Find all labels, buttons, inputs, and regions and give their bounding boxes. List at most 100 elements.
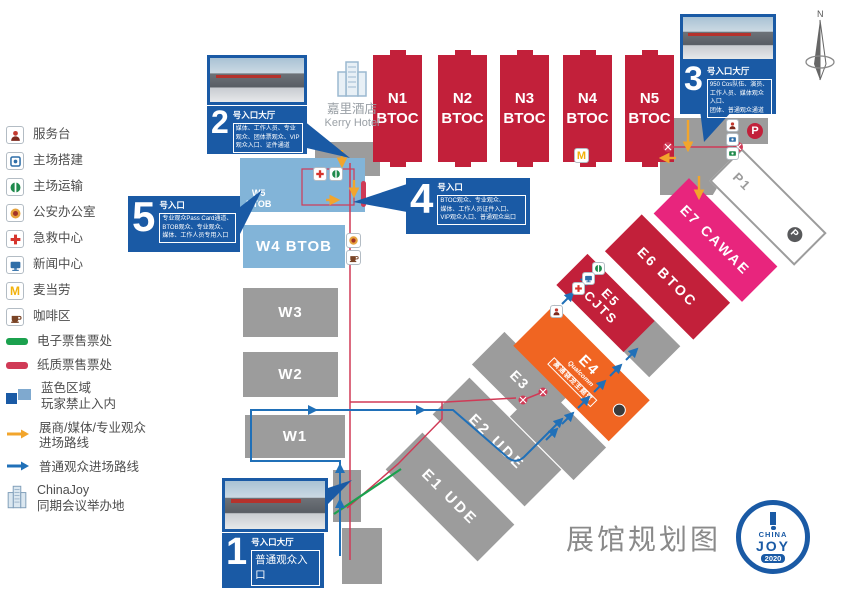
venue-setup-icon bbox=[6, 152, 24, 170]
entrance-2-callout: 2 号入口大厅 媒体、工作人员、专业 观众、团体票观众、VIP 观众入口、证件通… bbox=[207, 106, 307, 154]
hall-w4: W4 BTOB bbox=[243, 225, 345, 268]
snapdragon-logo-icon bbox=[610, 400, 629, 420]
svg-text:N: N bbox=[817, 9, 824, 19]
hall-n4: N4 BTOC bbox=[563, 50, 612, 167]
eticket-booth-icon bbox=[726, 147, 739, 160]
blue-zone-icon bbox=[6, 389, 32, 405]
page-title: 展馆规划图 bbox=[566, 524, 722, 555]
entrance-4-callout: 4 号入口 BTOC观众、专业观众、 媒体、工作人员证件入口、 VIP观众入口、… bbox=[406, 178, 530, 234]
logo-bang bbox=[770, 511, 776, 525]
legend-label: 蓝色区域 玩家禁止入内 bbox=[41, 381, 117, 411]
legend-item-paper-ticket: 纸质票售票处 bbox=[6, 358, 146, 374]
corridor-block-upper bbox=[333, 470, 361, 522]
legend-item-conference-venue: ChinaJoy 同期会议举办地 bbox=[6, 483, 146, 514]
corridor-block-lower bbox=[342, 528, 382, 584]
entrance-desc: 专业观众Pass Card通道、 BTOB观众、专业观众、 媒体、工作人员专用入… bbox=[159, 213, 236, 244]
logo-bang-dot bbox=[770, 525, 776, 530]
hall-name: N1 bbox=[387, 90, 408, 107]
entrance-title: 号入口大厅 bbox=[232, 110, 276, 120]
coffee-area-icon bbox=[346, 250, 361, 265]
hall-type: BTOC bbox=[566, 109, 609, 127]
first-aid-icon bbox=[572, 282, 585, 295]
hall-name: N4 bbox=[577, 90, 598, 107]
photo-banner bbox=[215, 74, 282, 78]
hall-n2: N2 BTOC bbox=[438, 50, 487, 167]
hall-w2: W2 bbox=[243, 352, 338, 397]
venue-transport-icon bbox=[6, 178, 24, 196]
entrance-number: 5 bbox=[132, 193, 156, 240]
entrance-title: 号入口大厅 bbox=[251, 537, 294, 547]
eticket-bar-icon bbox=[6, 338, 28, 346]
venue-transport-icon bbox=[592, 262, 605, 275]
legend-item-venue-setup: 主场搭建 bbox=[6, 152, 146, 170]
mcdonalds-icon: M bbox=[6, 282, 24, 300]
parking-icon: P bbox=[784, 223, 806, 245]
legend-label: 主场运输 bbox=[33, 179, 84, 194]
legend-item-news-center: 新闻中心 bbox=[6, 256, 146, 274]
entrance-3-callout: 3 号入口大厅 950 Cos队伍、演员、 工作人员、媒体观众入口、 团体、普通… bbox=[680, 60, 776, 118]
hall-label: W3 bbox=[278, 304, 303, 321]
news-center-icon bbox=[6, 256, 24, 274]
legend-item-first-aid: 急救中心 bbox=[6, 230, 146, 248]
hall-label: E1 UDE bbox=[418, 465, 482, 529]
kerry-hotel: 嘉里酒店 Kerry Hotel bbox=[306, 60, 398, 129]
legend-label: 普通观众进场路线 bbox=[39, 459, 140, 474]
legend-item-venue-transport: 主场运输 bbox=[6, 178, 146, 196]
hall-n5: N5 BTOC bbox=[625, 50, 674, 167]
kerry-hotel-name-cn: 嘉里酒店 bbox=[326, 102, 377, 116]
entrance-title: 号入口 bbox=[437, 182, 463, 192]
legend-label: 公安办公室 bbox=[33, 205, 96, 220]
hall-n1: N1 BTOC bbox=[373, 50, 422, 167]
hall-type: BTOC bbox=[376, 109, 419, 127]
legend-label: 电子票售票处 bbox=[37, 334, 113, 348]
legend-label: ChinaJoy 同期会议举办地 bbox=[37, 483, 125, 513]
legend-item-service-desk: 服务台 bbox=[6, 126, 146, 144]
police-office-icon bbox=[6, 204, 24, 222]
entrance-desc: 媒体、工作人员、专业 观众、团体票观众、VIP 观众入口、证件通道 bbox=[232, 123, 303, 154]
entrance-2-photo bbox=[207, 55, 307, 105]
police-office-icon bbox=[346, 233, 361, 248]
legend: 服务台 主场搭建 主场运输 公安办公室 急救中心 新闻中心 M 麦当劳 咖啡区 bbox=[6, 126, 146, 515]
hall-name: N3 bbox=[514, 90, 535, 107]
logo-year: 2020 bbox=[760, 553, 786, 563]
paper-ticket-booth-icon bbox=[726, 133, 739, 146]
service-desk-icon bbox=[726, 119, 739, 132]
hall-w1: W1 bbox=[245, 415, 345, 458]
service-desk-icon bbox=[6, 126, 24, 144]
hall-n3: N3 BTOC bbox=[500, 50, 549, 167]
entrance-desc: 950 Cos队伍、演员、 工作人员、媒体观众入口、 团体、普通观众通道 bbox=[706, 79, 772, 118]
hall-type: BTOC bbox=[628, 109, 671, 127]
hall-type: BTOC bbox=[441, 109, 484, 127]
hall-label: W1 bbox=[282, 428, 308, 445]
legend-label: 咖啡区 bbox=[33, 309, 71, 324]
entrance-5-callout: 5 号入口 专业观众Pass Card通道、 BTOB观众、专业观众、 媒体、工… bbox=[128, 196, 240, 252]
legend-item-blue-zone: 蓝色区域 玩家禁止入内 bbox=[6, 381, 146, 412]
legend-item-exhibitor-route: 展商/媒体/专业观众 进场路线 bbox=[6, 421, 146, 452]
hall-label: E6 BTOC bbox=[634, 243, 701, 311]
chinajoy-logo: CHINA JOY 2020 bbox=[736, 500, 810, 574]
kerry-hotel-name-en: Kerry Hotel bbox=[324, 117, 380, 129]
legend-label: 展商/媒体/专业观众 进场路线 bbox=[39, 420, 146, 451]
hall-type: BTOC bbox=[503, 109, 546, 127]
parking-square: P bbox=[742, 118, 768, 144]
hotel-building-icon bbox=[337, 61, 367, 97]
news-center-icon bbox=[582, 272, 595, 285]
legend-label: 主场搭建 bbox=[33, 153, 84, 168]
first-aid-icon bbox=[6, 230, 24, 248]
entrance-number: 2 bbox=[211, 104, 229, 140]
logo-joy: JOY bbox=[755, 537, 790, 554]
parking-label: P1 bbox=[730, 169, 755, 194]
legend-item-visitor-route: 普通观众进场路线 bbox=[6, 460, 146, 476]
legend-item-mcdonalds: M 麦当劳 bbox=[6, 282, 146, 300]
legend-label: 新闻中心 bbox=[33, 257, 84, 272]
photo-banner bbox=[231, 499, 301, 503]
photo-banner bbox=[688, 32, 752, 36]
legend-item-eticket: 电子票售票处 bbox=[6, 334, 146, 350]
legend-item-police-office: 公安办公室 bbox=[6, 204, 146, 222]
hall-label: E3 bbox=[506, 366, 534, 394]
legend-item-coffee-area: 咖啡区 bbox=[6, 308, 146, 326]
hall-label: W5 BTOB bbox=[246, 188, 272, 209]
service-desk-icon bbox=[550, 305, 563, 318]
entrance-number: 3 bbox=[684, 60, 703, 98]
